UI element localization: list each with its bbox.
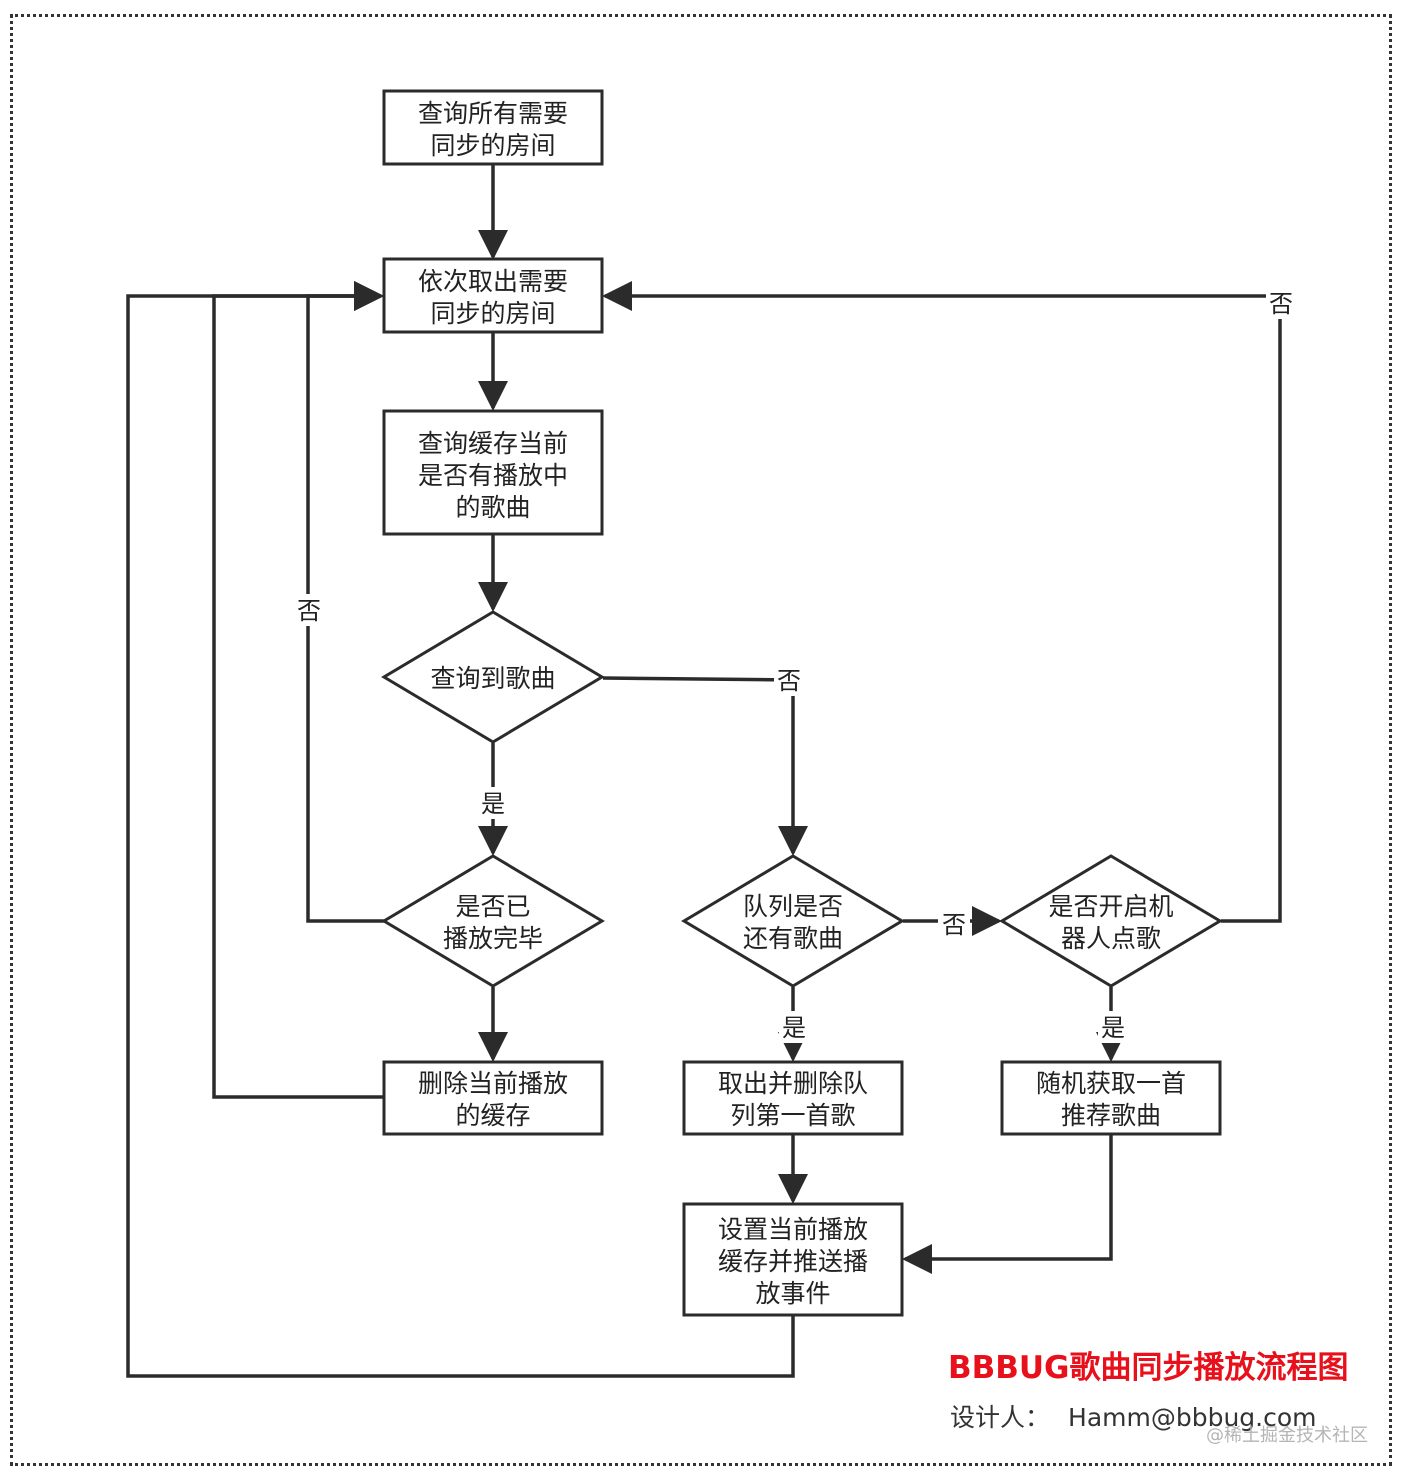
svg-text:是: 是 [481, 790, 505, 818]
svg-text:器人点歌: 器人点歌 [1061, 924, 1161, 953]
edge-label-found-no: 否 [774, 664, 804, 696]
edge-label-queue-no: 否 [938, 908, 970, 940]
svg-text:推荐歌曲: 推荐歌曲 [1061, 1101, 1161, 1130]
designer-credit: 设计人： Hamm@bbbug.com [950, 1398, 1317, 1434]
designer-label: 设计人： [950, 1403, 1051, 1432]
svg-text:否: 否 [297, 597, 321, 625]
svg-text:同步的房间: 同步的房间 [430, 131, 555, 160]
svg-text:缓存并推送播: 缓存并推送播 [718, 1247, 868, 1276]
svg-text:否: 否 [777, 667, 801, 695]
svg-text:播放完毕: 播放完毕 [443, 924, 543, 953]
svg-text:删除当前播放: 删除当前播放 [418, 1069, 568, 1098]
svg-text:否: 否 [1269, 290, 1293, 318]
svg-text:查询到歌曲: 查询到歌曲 [430, 664, 555, 693]
node-song-found: 查询到歌曲 [381, 610, 605, 744]
node-take-room: 依次取出需要 同步的房间 [382, 257, 604, 334]
svg-text:查询缓存当前: 查询缓存当前 [418, 429, 568, 458]
svg-text:的缓存: 的缓存 [455, 1101, 530, 1130]
node-set-cache: 设置当前播放 缓存并推送播 放事件 [682, 1202, 904, 1317]
edge-labels: 是 否 否 是 否 是 否 [294, 287, 1296, 1043]
node-random-song: 随机获取一首 推荐歌曲 [1000, 1060, 1222, 1136]
dotted-border-frame [10, 14, 1392, 1466]
svg-text:依次取出需要: 依次取出需要 [418, 267, 568, 296]
diagram-title: BBBUG歌曲同步播放流程图 [948, 1350, 1349, 1386]
svg-text:查询所有需要: 查询所有需要 [418, 99, 568, 128]
edge-set-cache-loop [126, 281, 795, 1378]
svg-text:同步的房间: 同步的房间 [430, 299, 555, 328]
svg-text:的歌曲: 的歌曲 [455, 493, 530, 522]
svg-text:放事件: 放事件 [755, 1279, 830, 1308]
edge-found-no [602, 676, 808, 856]
edge-label-queue-yes: 是 [779, 1011, 809, 1043]
node-query-cache: 查询缓存当前 是否有播放中 的歌曲 [382, 409, 604, 536]
designer-email: Hamm@bbbug.com [1068, 1403, 1317, 1432]
edge-robot-no-loop [602, 281, 1282, 923]
svg-text:随机获取一首: 随机获取一首 [1036, 1069, 1186, 1098]
edge-delete-loop [212, 281, 385, 1099]
svg-text:设置当前播放: 设置当前播放 [718, 1215, 868, 1244]
edge-random-to-set [902, 1135, 1113, 1274]
svg-text:是否已: 是否已 [455, 892, 530, 921]
edge-label-robot-no: 否 [1266, 287, 1296, 319]
node-queue-has-song: 队列是否 还有歌曲 [681, 854, 905, 988]
node-robot-enabled: 是否开启机 器人点歌 [999, 854, 1223, 988]
svg-text:取出并删除队: 取出并删除队 [718, 1069, 868, 1098]
edges [126, 165, 1282, 1378]
node-take-first: 取出并删除队 列第一首歌 [682, 1060, 904, 1136]
svg-text:是: 是 [782, 1014, 806, 1042]
watermark: @稀土掘金技术社区 [1206, 1425, 1368, 1446]
edge-label-finished-no: 否 [294, 594, 324, 626]
svg-text:队列是否: 队列是否 [743, 892, 843, 921]
svg-text:是否有播放中: 是否有播放中 [418, 461, 568, 490]
node-play-finished: 是否已 播放完毕 [381, 854, 605, 988]
svg-text:否: 否 [942, 911, 966, 939]
svg-text:列第一首歌: 列第一首歌 [730, 1101, 855, 1130]
svg-text:还有歌曲: 还有歌曲 [743, 924, 843, 953]
node-query-all-rooms: 查询所有需要 同步的房间 [382, 89, 604, 166]
node-delete-cache: 删除当前播放 的缓存 [382, 1060, 604, 1136]
edge-label-found-yes: 是 [478, 787, 508, 819]
edge-label-robot-yes: 是 [1098, 1011, 1128, 1043]
svg-text:是否开启机: 是否开启机 [1048, 892, 1173, 921]
svg-text:是: 是 [1101, 1014, 1125, 1042]
